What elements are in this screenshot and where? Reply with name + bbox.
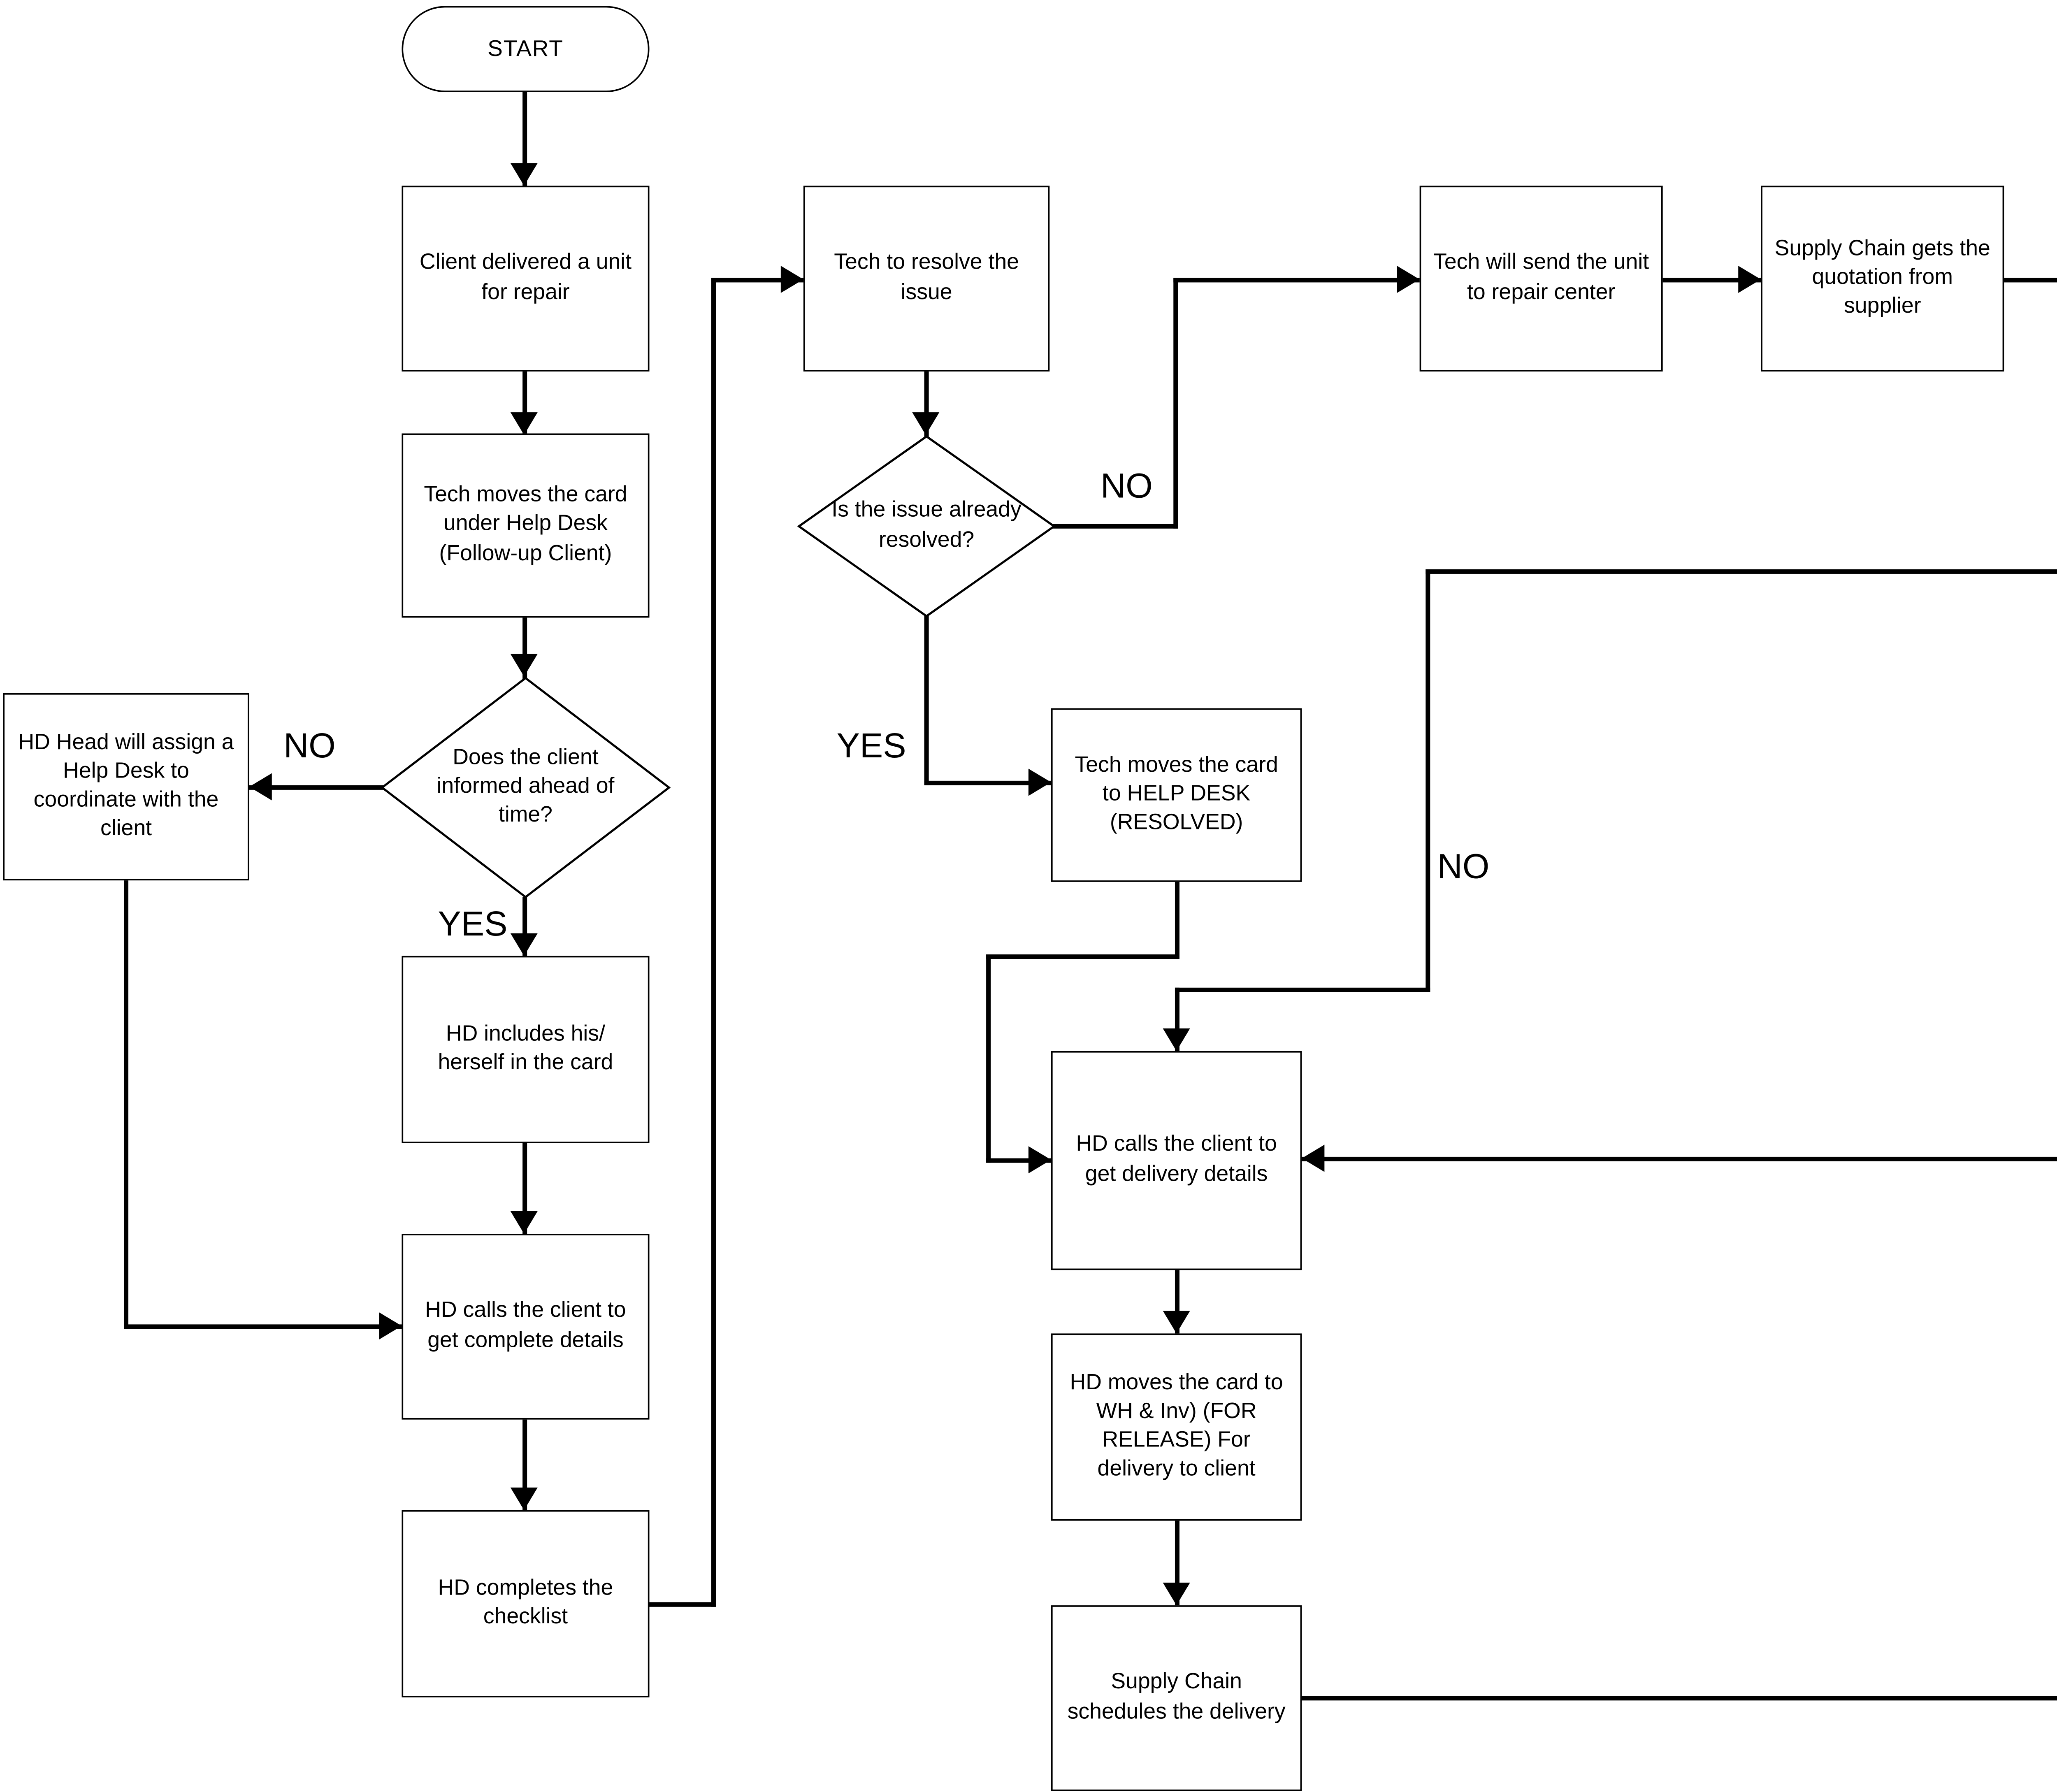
edge-approved-no-to-deliv-seg-1 xyxy=(1425,569,1430,991)
edge-checklist-to-resolve-seg-1 xyxy=(710,277,715,1606)
edge-assign-to-calls-seg-1 xyxy=(123,1323,404,1328)
edge-calls-to-checklist-seg-0 xyxy=(522,1417,527,1513)
node-hd-completes-checklist: HD completes the checklist xyxy=(402,1510,650,1698)
node-label-hd-completes-checklist: HD completes the checklist xyxy=(438,1576,613,1630)
node-hd-includes: HD includes his/ herself in the card xyxy=(402,956,650,1143)
decision-diamond-shape xyxy=(381,677,671,898)
node-tech-send-unit: Tech will send the unit to repair center xyxy=(1419,186,1663,372)
edge-approved-no-to-deliv-seg-2 xyxy=(1174,987,1430,991)
edge-isresolved-no-to-send-seg-0 xyxy=(1052,523,1177,528)
arrowhead-informed-yes-to-incl xyxy=(510,933,538,956)
node-label-supply-quotation: Supply Chain gets the quotation from sup… xyxy=(1774,236,1990,319)
edge-informed-yes-to-incl-seg-0 xyxy=(522,896,527,959)
arrowhead-moved-to-delivery xyxy=(1028,1146,1051,1174)
node-label-hd-head-assign: HD Head will assign a Help Desk to coord… xyxy=(18,730,234,842)
node-moves-resolved: Tech moves the card to HELP DESK (RESOLV… xyxy=(1051,708,1302,882)
arrowhead-start-to-client xyxy=(510,163,538,186)
edge-label-yes-resolved: YES xyxy=(836,725,906,765)
arrowhead-assign-to-calls xyxy=(379,1312,402,1340)
node-supply-schedules: Supply Chain schedules the delivery xyxy=(1051,1605,1302,1791)
node-label-tech-resolve: Tech to resolve the issue xyxy=(834,251,1019,304)
node-label-tech-send-unit: Tech will send the unit to repair center xyxy=(1433,251,1649,304)
edge-label-no-resolved: NO xyxy=(1100,466,1153,505)
node-label-delivery-details: HD calls the client to get delivery deta… xyxy=(1076,1133,1277,1186)
edge-approved-no-to-deliv-seg-0 xyxy=(1425,569,2057,573)
node-tech-moves-followup: Tech moves the card under Help Desk (Fol… xyxy=(402,433,650,618)
node-client-delivered: Client delivered a unit for repair xyxy=(402,186,650,372)
node-label-hd-includes: HD includes his/ herself in the card xyxy=(438,1022,613,1075)
edge-send-to-quotation-seg-0 xyxy=(1660,277,1763,282)
edge-techmoves-to-informed-seg-0 xyxy=(522,615,527,679)
arrowhead-calls-to-checklist xyxy=(510,1487,538,1510)
decision-diamond-shape xyxy=(797,435,1056,617)
node-label-moves-resolved: Tech moves the card to HELP DESK (RESOLV… xyxy=(1075,753,1278,836)
edge-quotation-to-asks-seg-0 xyxy=(2001,277,2057,282)
edge-start-to-client-seg-0 xyxy=(522,90,527,188)
arrowhead-approved-no-to-deliv xyxy=(1163,1028,1190,1051)
arrowhead-whinv-to-schedule xyxy=(1163,1583,1190,1606)
node-label-wh-inv-release: HD moves the card to WH & Inv) (FOR RELE… xyxy=(1070,1370,1283,1482)
arrowhead-techmoves-to-informed xyxy=(510,654,538,677)
node-delivery-details: HD calls the client to get delivery deta… xyxy=(1051,1051,1302,1270)
edge-label-no-approved: NO xyxy=(1437,846,1490,886)
edge-whinv-to-schedule-seg-0 xyxy=(1174,1518,1179,1608)
edge-resolve-to-isresolved-seg-0 xyxy=(923,369,928,437)
edge-incl-to-callscomplete-seg-0 xyxy=(522,1141,527,1236)
arrowhead-send-to-quotation xyxy=(1738,266,1761,293)
edge-isresolved-no-to-send-seg-1 xyxy=(1172,277,1177,528)
edge-isresolved-yes-to-move-seg-1 xyxy=(923,780,1054,785)
edge-moved-to-delivery-seg-3 xyxy=(985,1157,1054,1162)
node-label-tech-moves-followup: Tech moves the card under Help Desk (Fol… xyxy=(424,483,627,566)
node-label-start: START xyxy=(488,36,564,62)
node-label-informed-ahead: Does the client informed ahead of time? xyxy=(436,745,615,828)
node-hd-head-assign: HD Head will assign a Help Desk to coord… xyxy=(3,693,249,881)
node-start: START xyxy=(402,6,650,92)
node-label-client-delivered: Client delivered a unit for repair xyxy=(419,251,632,304)
arrowhead-isresolved-no-to-send xyxy=(1397,266,1420,293)
edge-assign-to-calls-seg-0 xyxy=(123,878,128,1328)
edge-moved-to-delivery-seg-2 xyxy=(985,954,990,1162)
node-label-issue-resolved: Is the issue already resolved? xyxy=(831,499,1022,552)
arrowhead-informs-to-delivery xyxy=(1302,1144,1325,1172)
node-label-hd-calls-complete: HD calls the client to get complete deta… xyxy=(425,1299,626,1353)
edge-moved-to-delivery-seg-1 xyxy=(985,954,1179,959)
edge-informs-to-delivery-seg-0 xyxy=(1299,1156,2057,1161)
arrowhead-isresolved-yes-to-move xyxy=(1028,768,1051,796)
edge-delivery-to-whinv-seg-0 xyxy=(1174,1267,1179,1336)
node-label-supply-schedules: Supply Chain schedules the delivery xyxy=(1067,1670,1286,1724)
edge-isresolved-no-to-send-seg-2 xyxy=(1172,277,1422,282)
arrowhead-informed-no-to-assign xyxy=(249,773,272,801)
edge-checklist-to-resolve-seg-0 xyxy=(647,1601,715,1606)
edge-checklist-to-resolve-seg-2 xyxy=(710,277,806,282)
arrowhead-delivery-to-whinv xyxy=(1163,1311,1190,1334)
node-issue-resolved: Is the issue already resolved? xyxy=(797,435,1056,617)
arrowhead-client-to-techmoves xyxy=(510,412,538,435)
arrowhead-resolve-to-isresolved xyxy=(912,412,940,435)
edge-isresolved-yes-to-move-seg-0 xyxy=(923,615,928,785)
edge-approved-no-to-deliv-seg-3 xyxy=(1174,987,1179,1054)
arrowhead-incl-to-callscomplete xyxy=(510,1211,538,1234)
node-tech-resolve: Tech to resolve the issue xyxy=(803,186,1050,372)
node-informed-ahead: Does the client informed ahead of time? xyxy=(381,677,671,899)
edge-client-to-techmoves-seg-0 xyxy=(522,369,527,437)
edge-label-yes-informed: YES xyxy=(438,904,508,943)
node-supply-quotation: Supply Chain gets the quotation from sup… xyxy=(1761,186,2004,372)
node-wh-inv-release: HD moves the card to WH & Inv) (FOR RELE… xyxy=(1051,1333,1302,1521)
edge-schedule-to-end-seg-0 xyxy=(1299,1695,2057,1700)
edge-moved-to-delivery-seg-0 xyxy=(1174,880,1179,959)
arrowhead-checklist-to-resolve xyxy=(780,266,803,293)
edge-label-no-informed: NO xyxy=(283,725,336,765)
node-hd-calls-complete: HD calls the client to get complete deta… xyxy=(402,1234,650,1420)
edge-informed-no-to-assign-seg-0 xyxy=(247,785,383,789)
